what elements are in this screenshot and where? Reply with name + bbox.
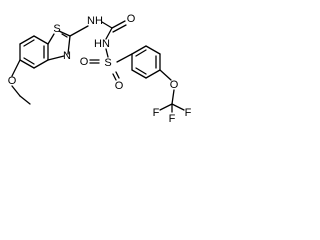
bond <box>105 48 109 58</box>
bond <box>116 53 133 63</box>
hn-label: HN <box>94 38 110 50</box>
bond <box>58 30 71 37</box>
atom-labels: NH O HN N S S O O O O F F F <box>8 13 192 125</box>
bond <box>47 55 65 61</box>
bond <box>23 57 35 65</box>
sulfonyl-oxygen-left-label: O <box>80 56 89 68</box>
bond <box>101 21 113 29</box>
bond <box>19 95 31 105</box>
bond <box>19 59 35 69</box>
bond <box>135 67 147 75</box>
fluorine-right-label: F <box>185 107 192 119</box>
bond <box>131 45 147 55</box>
bond <box>171 89 175 105</box>
sulfonyl-oxygen-right-label: O <box>115 80 124 92</box>
structure-diagram: NH O HN N S S O O O O F F F <box>8 13 192 125</box>
bond <box>11 59 21 77</box>
bond <box>33 59 49 69</box>
bond <box>159 69 172 81</box>
bond <box>111 20 126 29</box>
bond <box>61 33 68 38</box>
ethoxy-oxygen-label: O <box>8 75 17 87</box>
nh-label: NH <box>87 15 103 27</box>
bonds <box>11 20 185 113</box>
bond <box>33 35 49 45</box>
bond <box>145 45 161 55</box>
bond <box>11 85 21 97</box>
bond <box>112 73 117 81</box>
bond <box>135 49 147 57</box>
bond <box>19 35 35 45</box>
bond <box>115 71 120 79</box>
bond <box>171 103 185 111</box>
bond <box>159 103 173 111</box>
fluorine-left-label: F <box>153 107 160 119</box>
ring-nitrogen-label: N <box>63 50 71 62</box>
trifluoromethoxy-oxygen-label: O <box>170 79 179 91</box>
bond <box>69 25 89 37</box>
bond <box>23 39 35 47</box>
carbonyl-oxygen-label: O <box>127 13 136 25</box>
bond <box>105 27 113 40</box>
bond <box>47 33 55 45</box>
bond <box>112 24 127 33</box>
fluorine-top-label: F <box>169 113 176 125</box>
ring-sulfur-label: S <box>53 23 60 35</box>
bond <box>145 69 161 79</box>
sulfonyl-sulfur-label: S <box>104 57 111 69</box>
bond <box>131 69 147 79</box>
bond <box>67 35 71 55</box>
